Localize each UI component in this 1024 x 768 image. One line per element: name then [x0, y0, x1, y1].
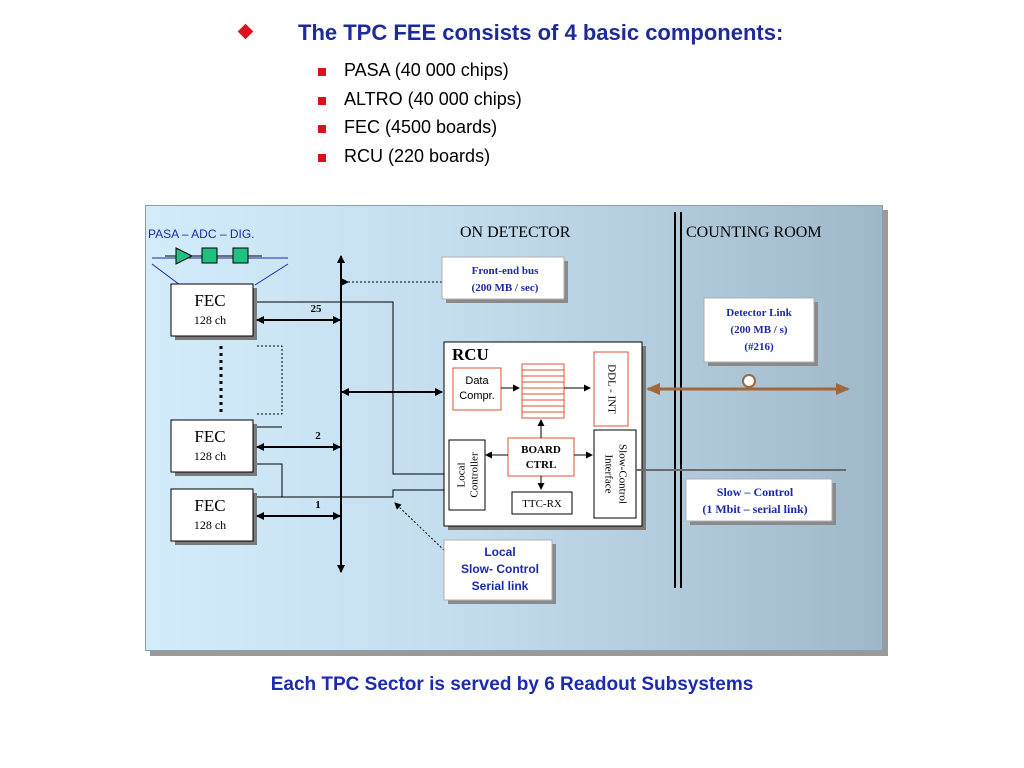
rcu-title: RCU [452, 345, 489, 364]
list-item-label: ALTRO (40 000 chips) [344, 89, 522, 109]
slow-control-link-rate: (1 Mbit – serial link) [702, 502, 807, 516]
frontend-bus-label-box [441, 256, 568, 303]
fec-box-3 [170, 488, 257, 545]
ddl-int-label: DDL - INT [605, 364, 617, 414]
local-controller-label: Local [456, 462, 468, 487]
slow-control-interface-box [593, 429, 637, 519]
fec-title: FEC [194, 291, 225, 310]
local-slow-control-label: Slow- Control [461, 562, 539, 576]
bus-number: 2 [315, 430, 321, 442]
on-detector-label: ON DETECTOR [460, 224, 571, 241]
slow-control-interface-label: Interface [602, 454, 614, 493]
board-ctrl-label: CTRL [526, 459, 557, 471]
fec-box-2 [170, 419, 257, 476]
local-slow-control-label: Local [484, 545, 515, 559]
fec-channels: 128 ch [194, 518, 226, 532]
detector-link-label: Detector Link [726, 307, 792, 319]
list-item-label: PASA (40 000 chips) [344, 60, 509, 80]
detector-link-label-box [703, 297, 818, 366]
footer-caption: Each TPC Sector is served by 6 Readout S… [270, 674, 754, 695]
memory-buffer-icon [521, 363, 565, 419]
fec-channels: 128 ch [194, 313, 226, 327]
fec-title: FEC [194, 427, 225, 446]
detector-link-count: (#216) [744, 341, 774, 353]
detector-link-rate: (200 MB / s) [730, 324, 787, 336]
frontend-bus-label: Front-end bus [472, 265, 539, 277]
local-slow-control-label: Serial link [472, 579, 529, 593]
list-item-label: RCU (220 boards) [344, 146, 491, 166]
fec-title: FEC [194, 496, 225, 515]
frontend-bus-rate: (200 MB / sec) [472, 282, 539, 294]
board-ctrl-label: BOARD [521, 444, 561, 456]
bus-number: 25 [311, 303, 323, 315]
link-connector-icon [742, 374, 756, 388]
counting-room-label: COUNTING ROOM [686, 224, 822, 241]
data-compr-label: Data [465, 375, 489, 387]
square-bullet-icon [318, 68, 326, 76]
slide-title: The TPC FEE consists of 4 basic componen… [298, 20, 784, 45]
pasa-chain-label: PASA – ADC – DIG. [148, 227, 255, 241]
ttc-rx-label: TTC-RX [522, 498, 562, 510]
slow-control-label-box [685, 478, 836, 525]
fec-box-1 [170, 283, 257, 340]
square-bullet-icon [318, 154, 326, 162]
local-slow-control-label-box [443, 539, 556, 604]
data-compr-box [452, 367, 502, 411]
ttc-rx-box [511, 491, 573, 515]
local-controller-box [448, 439, 486, 511]
slow-control-interface-label: Slow-Control [616, 444, 628, 504]
list-item-label: FEC (4500 boards) [344, 117, 498, 137]
local-controller-label: Controller [469, 452, 481, 498]
fec-channels: 128 ch [194, 449, 226, 463]
data-compr-label: Compr. [459, 390, 494, 402]
pasa-chain-icon [151, 247, 289, 286]
slow-control-link-label: Slow – Control [717, 485, 794, 499]
ddl-int-box [593, 351, 629, 427]
square-bullet-icon [318, 97, 326, 105]
square-bullet-icon [318, 125, 326, 133]
bus-number: 1 [315, 499, 321, 511]
